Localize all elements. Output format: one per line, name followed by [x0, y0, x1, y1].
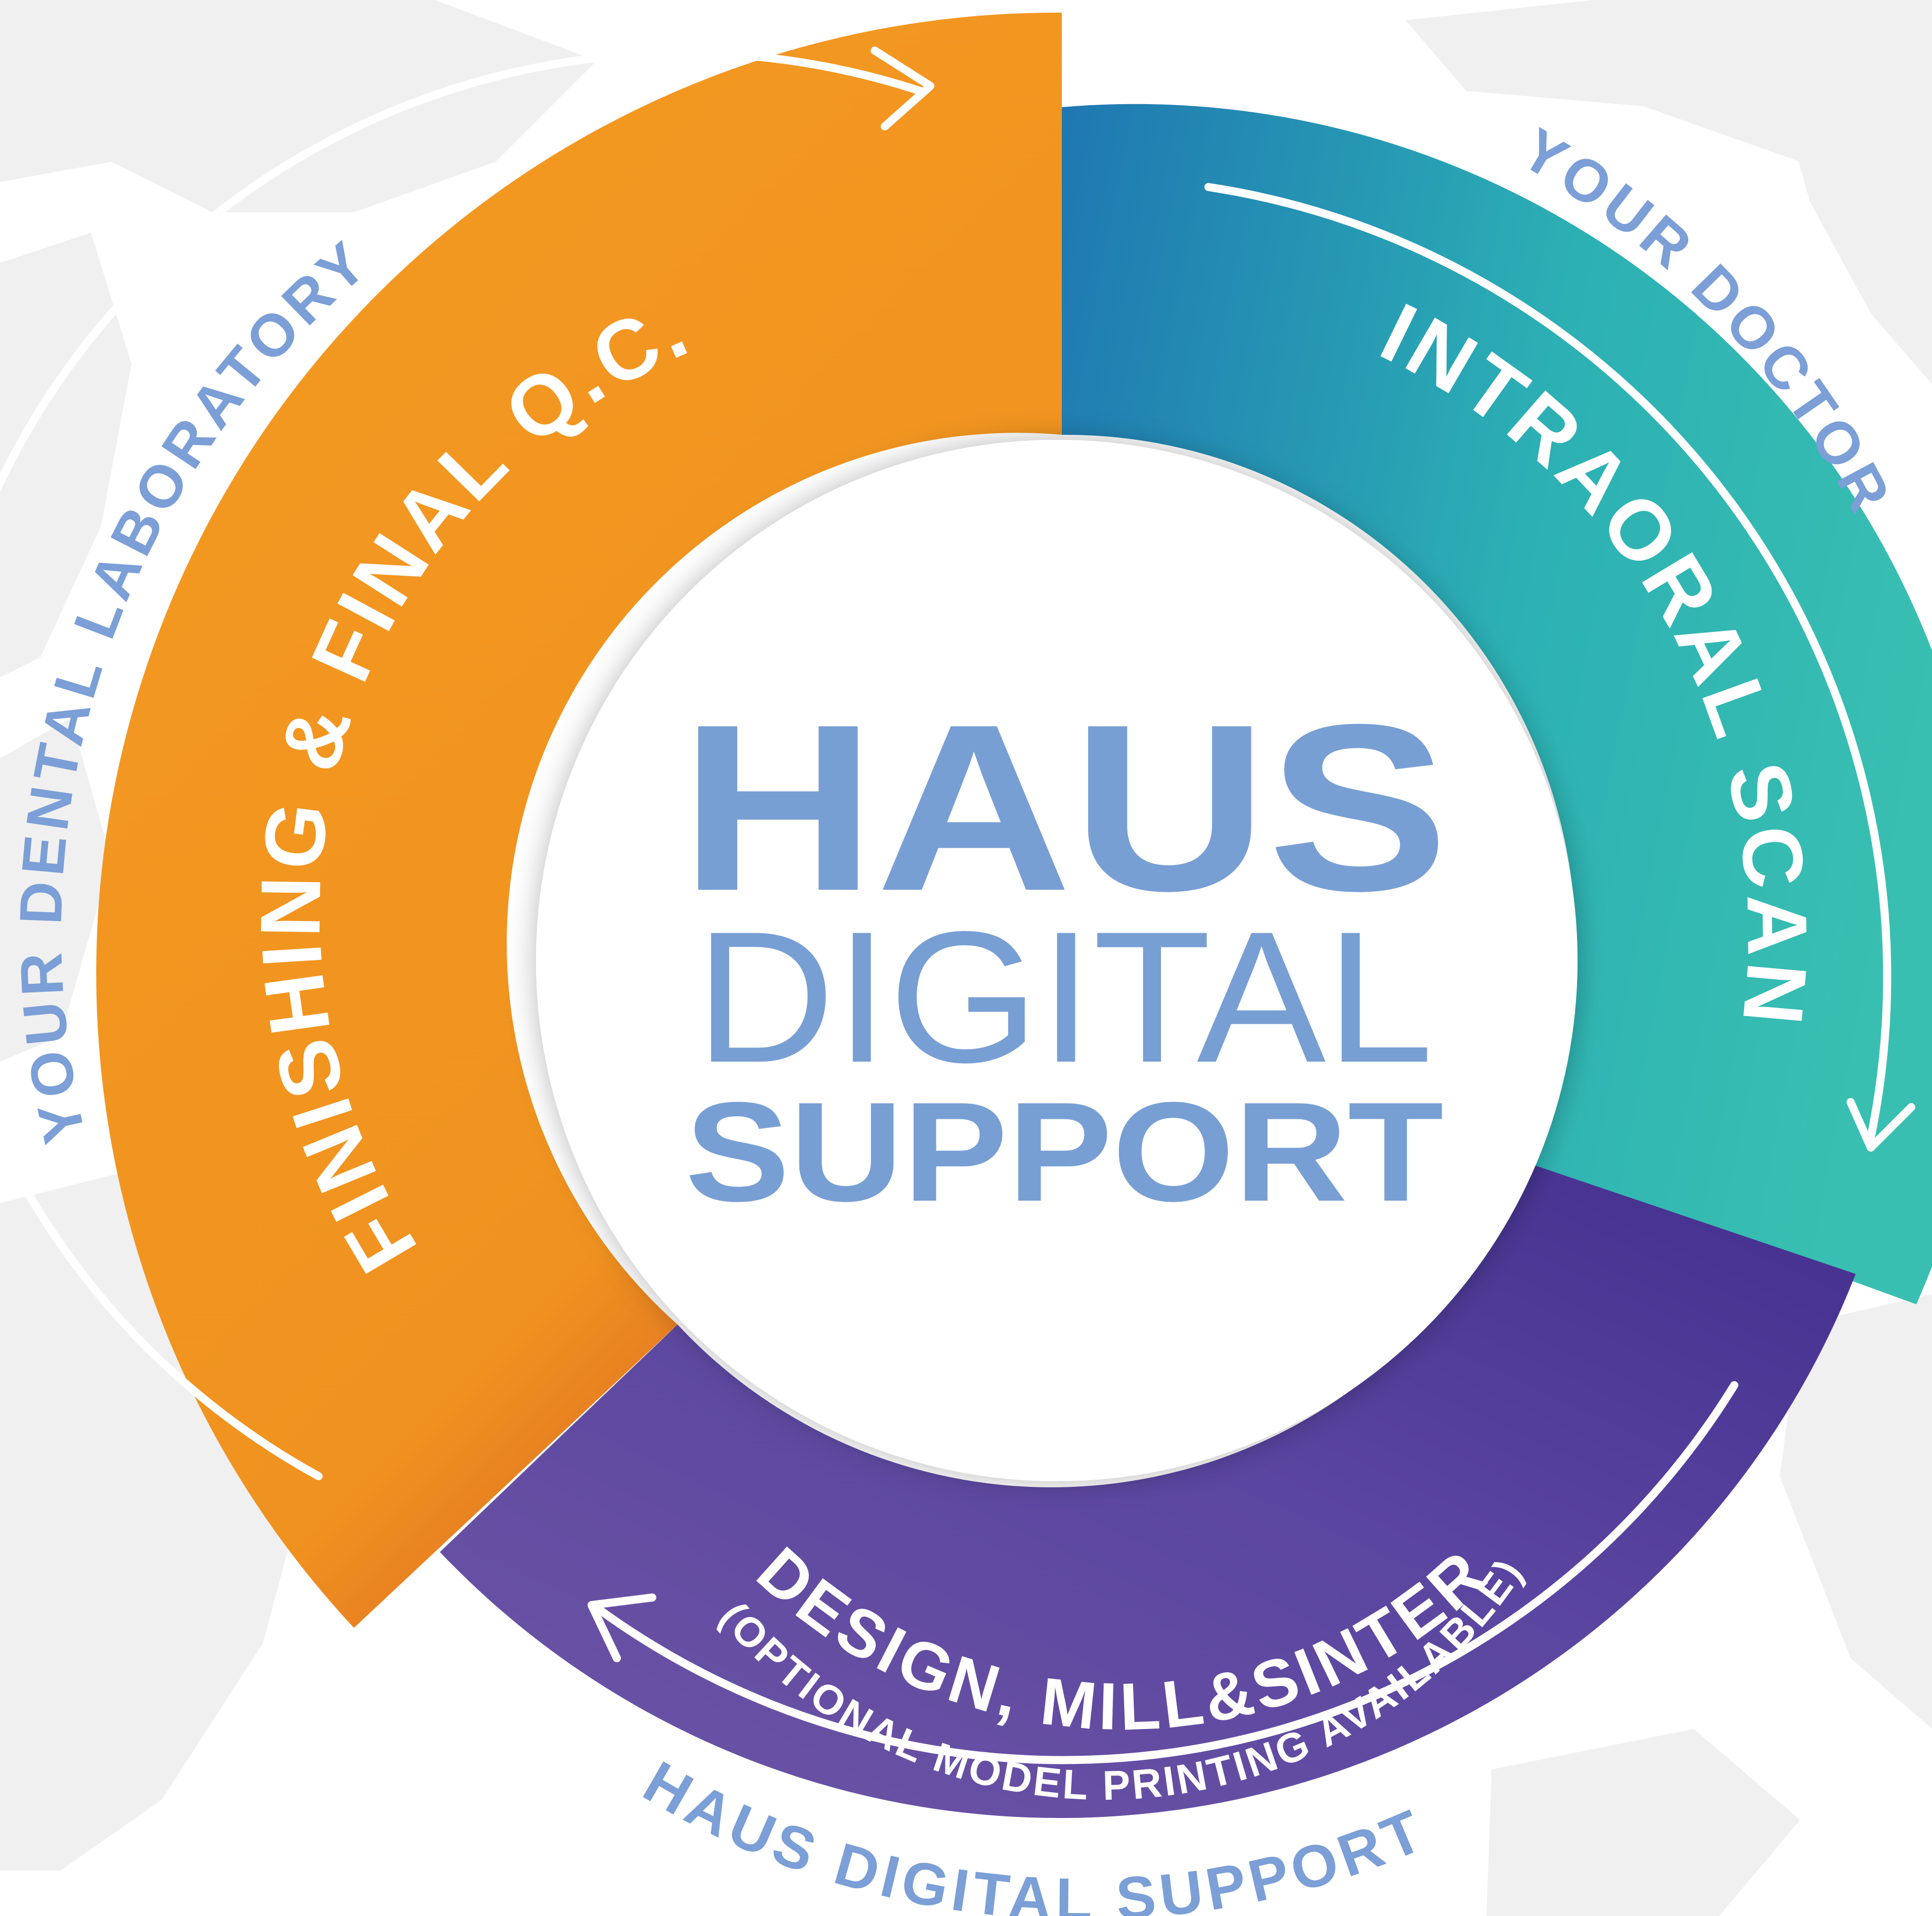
- segment-design-mill-sinter: [440, 1163, 1856, 1818]
- arrowhead-top-icon: [871, 47, 934, 130]
- flow-arrows: [0, 47, 1915, 1764]
- arrowhead-right-icon: [1847, 1098, 1915, 1152]
- arrow-finishing-to-doctor: [0, 49, 924, 1480]
- segment-finishing-final-qc: [96, 12, 1062, 1628]
- center-title-haus: HAUS: [680, 675, 1449, 940]
- process-ring: [96, 12, 1932, 1818]
- arrow-doctor-to-design: [1204, 183, 1892, 1142]
- arrow-design-to-finishing: [593, 1381, 1738, 1764]
- center-disc: [536, 440, 1578, 1481]
- center-title-digital: DIGITAL: [695, 893, 1433, 1102]
- arrowhead-bottom-icon: [588, 1593, 656, 1662]
- segment-intraoral-scan: [1062, 104, 1932, 1304]
- center-title-support: SUPPORT: [685, 1073, 1444, 1231]
